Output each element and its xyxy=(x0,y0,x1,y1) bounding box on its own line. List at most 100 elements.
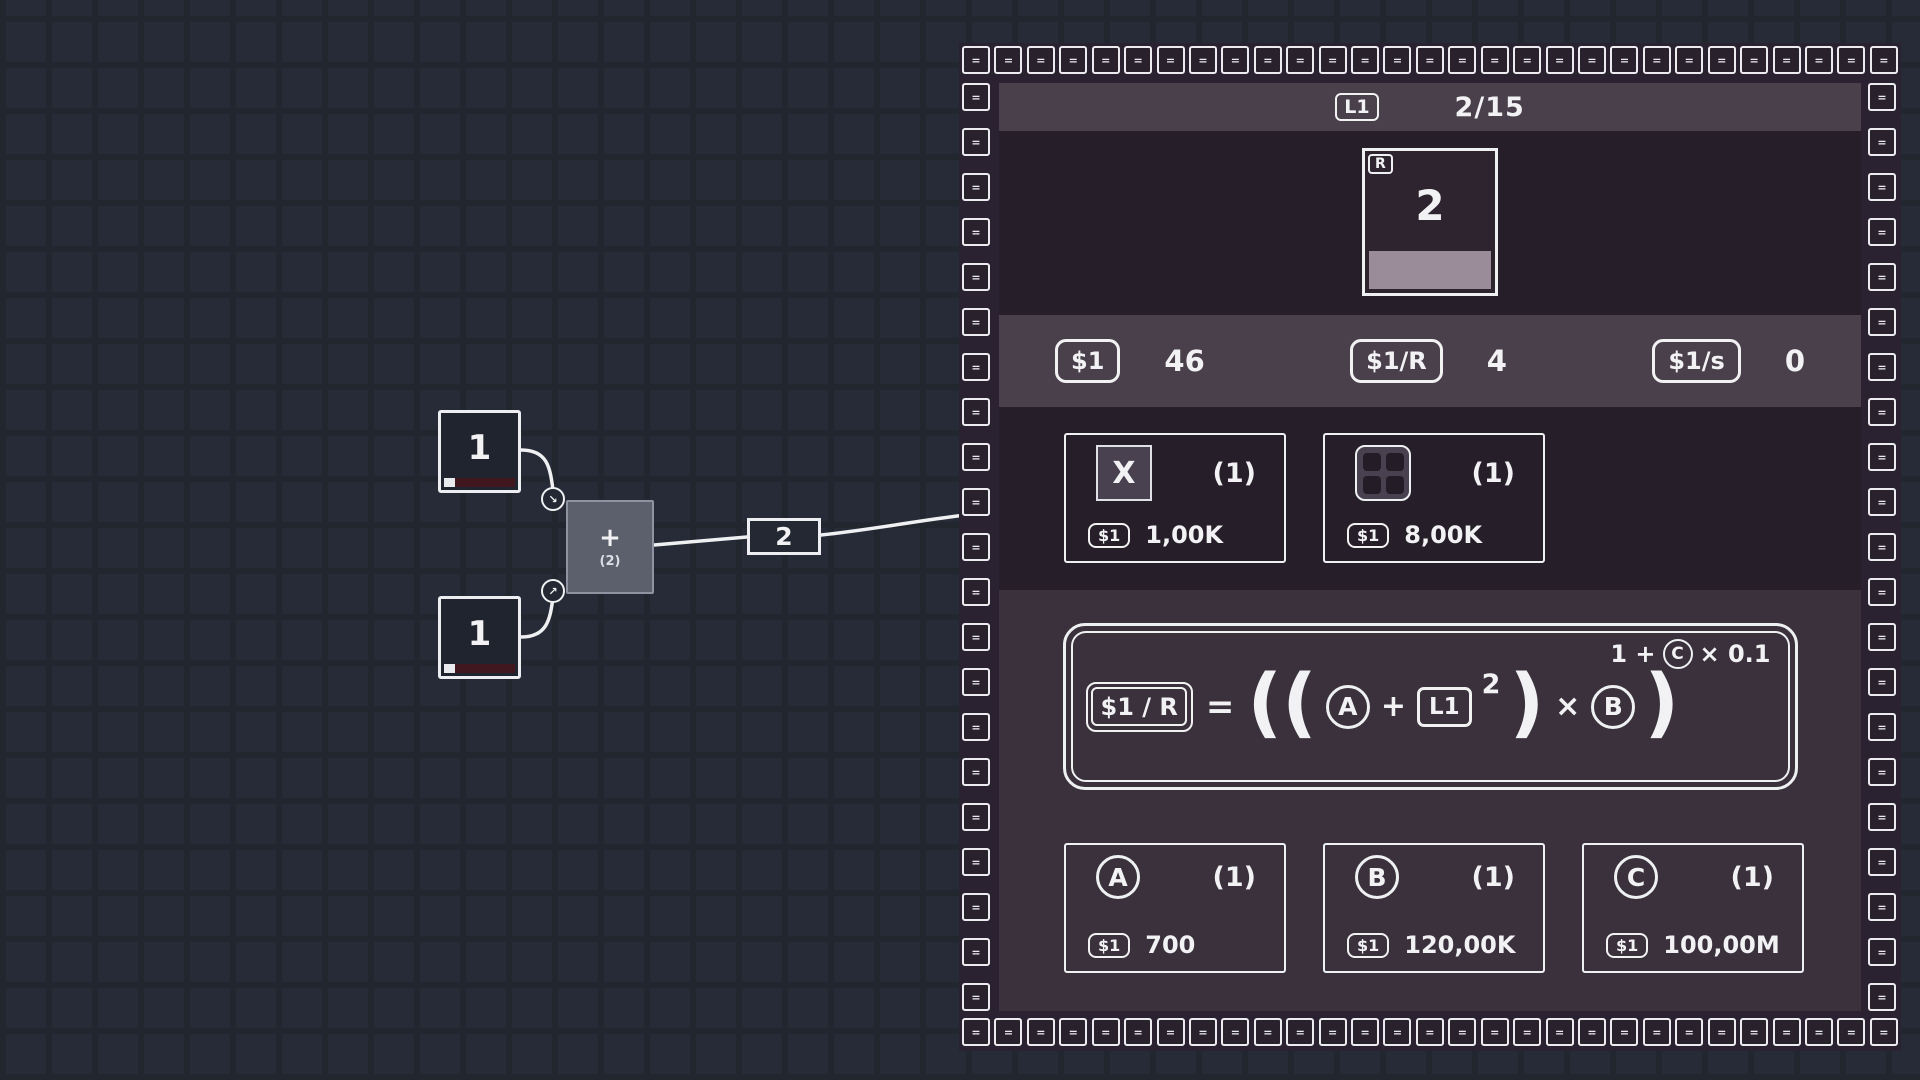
border-tile: = xyxy=(1868,128,1896,156)
border-tile: = xyxy=(1091,1018,1120,1046)
border-tile: = xyxy=(962,263,990,291)
border-tile: = xyxy=(1868,308,1896,336)
input-node-bottom[interactable]: 1 xyxy=(438,596,521,679)
shop-row-top: X (1) $1 1,00K (1) xyxy=(999,407,1861,590)
stats-bar: $1 46 $1/R 4 $1/s 0 xyxy=(999,315,1861,407)
upgrade-panel: ============================= ==========… xyxy=(959,43,1901,1051)
node-value: 1 xyxy=(467,613,492,654)
var-b-icon: B xyxy=(1355,855,1399,899)
border-tile: = xyxy=(1059,1018,1088,1046)
node-buffer-fill xyxy=(444,478,456,487)
input-port-bottom[interactable]: ↗ xyxy=(541,579,565,603)
owned-count: (1) xyxy=(1212,861,1256,893)
border-tile: = xyxy=(1675,1018,1704,1046)
border-tile: = xyxy=(1026,46,1055,74)
round-progress: 2/15 xyxy=(1454,91,1525,123)
output-value-chip[interactable]: 2 xyxy=(747,518,821,555)
border-tile: = xyxy=(1351,46,1380,74)
border-tile: = xyxy=(1675,46,1704,74)
price: 100,00M xyxy=(1663,931,1780,959)
border-tile: = xyxy=(1868,623,1896,651)
border-tile: = xyxy=(994,1018,1023,1046)
border-tile: = xyxy=(1837,1018,1866,1046)
border-tile: = xyxy=(1188,1018,1217,1046)
border-tile: = xyxy=(1804,1018,1833,1046)
money-badge: $1 xyxy=(1055,339,1121,383)
border-tile: = xyxy=(962,488,990,516)
border-tile: = xyxy=(1804,46,1833,74)
level-badge: L1 xyxy=(1416,686,1472,727)
border-tile: = xyxy=(1868,848,1896,876)
border-tile: = xyxy=(1868,803,1896,831)
border-tile: = xyxy=(1868,398,1896,426)
border-tile: = xyxy=(1480,1018,1509,1046)
owned-count: (1) xyxy=(1730,861,1774,893)
money-per-round-formula-badge: $1 / R xyxy=(1085,681,1193,732)
shop-row-bottom: A (1) $1 700 B xyxy=(999,790,1861,973)
price: 120,00K xyxy=(1404,931,1516,959)
var-a-icon: A xyxy=(1096,855,1140,899)
border-tile: = xyxy=(1448,1018,1477,1046)
border-tile: = xyxy=(962,983,990,1011)
plus-operator-node[interactable]: + (2) xyxy=(566,500,654,594)
border-tile: = xyxy=(1868,983,1896,1011)
panel-border-bottom: ============================= xyxy=(962,1018,1898,1048)
shop-item-var-c[interactable]: C (1) $1 100,00M xyxy=(1582,843,1804,973)
border-tile: = xyxy=(1610,46,1639,74)
border-tile: = xyxy=(1480,46,1509,74)
border-tile: = xyxy=(1707,46,1736,74)
border-tile: = xyxy=(1869,46,1898,74)
border-tile: = xyxy=(1318,1018,1347,1046)
money-value: 46 xyxy=(1164,344,1205,378)
round-badge: R xyxy=(1368,154,1393,174)
x-node-icon: X xyxy=(1096,445,1152,501)
money-per-second-badge: $1/s xyxy=(1652,339,1741,383)
border-tile: = xyxy=(1091,46,1120,74)
border-tile: = xyxy=(962,578,990,606)
shop-item-var-b[interactable]: B (1) $1 120,00K xyxy=(1323,843,1545,973)
border-tile: = xyxy=(1221,1018,1250,1046)
border-tile: = xyxy=(1059,46,1088,74)
border-tile: = xyxy=(1740,46,1769,74)
money-per-round-value: 4 xyxy=(1486,344,1507,378)
port-arrow-icon: ↘ xyxy=(548,492,558,506)
var-b-label: B xyxy=(1367,862,1387,892)
var-a-label: A xyxy=(1108,862,1128,892)
border-tile: = xyxy=(1868,218,1896,246)
input-node-top[interactable]: 1 xyxy=(438,410,521,493)
plus-sign: + xyxy=(1380,689,1406,724)
border-tile: = xyxy=(1707,1018,1736,1046)
border-tile: = xyxy=(1513,1018,1542,1046)
border-tile: = xyxy=(1351,1018,1380,1046)
border-tile: = xyxy=(962,353,990,381)
border-tile: = xyxy=(1837,46,1866,74)
var-c-icon: C xyxy=(1614,855,1658,899)
close-paren-inner: ) xyxy=(1509,657,1545,746)
border-tile: = xyxy=(962,83,990,111)
exponent-prefix: 1 + xyxy=(1610,640,1656,668)
border-tile: = xyxy=(1188,46,1217,74)
shop-item-x-node[interactable]: X (1) $1 1,00K xyxy=(1064,433,1286,563)
border-tile: = xyxy=(1868,488,1896,516)
border-tile: = xyxy=(1868,758,1896,786)
border-tile: = xyxy=(1868,353,1896,381)
panel-border-left: ===================== xyxy=(962,83,992,1011)
currency-badge: $1 xyxy=(1088,522,1131,548)
price: 8,00K xyxy=(1404,521,1483,549)
input-port-top[interactable]: ↘ xyxy=(541,487,565,511)
border-tile: = xyxy=(962,668,990,696)
panel-border-right: ===================== xyxy=(1868,83,1898,1011)
node-buffer-fill xyxy=(444,664,456,673)
border-tile: = xyxy=(1221,46,1250,74)
price: 700 xyxy=(1145,931,1196,959)
border-tile: = xyxy=(994,46,1023,74)
target-card[interactable]: R 2 xyxy=(1362,148,1498,296)
shop-item-grid-node[interactable]: (1) $1 8,00K xyxy=(1323,433,1545,563)
border-tile: = xyxy=(962,803,990,831)
border-tile: = xyxy=(962,893,990,921)
shop-item-var-a[interactable]: A (1) $1 700 xyxy=(1064,843,1286,973)
owned-count: (1) xyxy=(1212,457,1256,489)
level-exponent: 2 xyxy=(1481,669,1501,700)
border-tile: = xyxy=(1578,1018,1607,1046)
border-tile: = xyxy=(962,758,990,786)
